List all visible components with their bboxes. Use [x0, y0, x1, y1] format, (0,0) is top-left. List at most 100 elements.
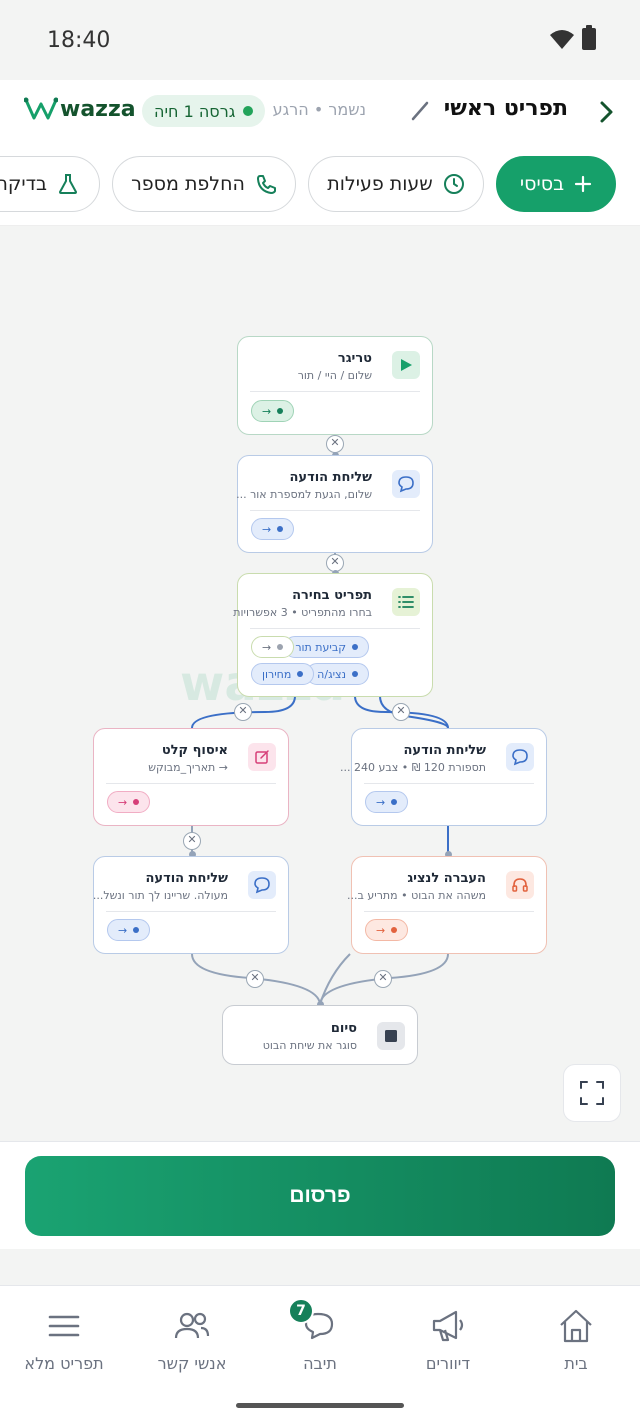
node-send-message[interactable]: שליחת הודעה שלום, הגעת למספרת אור ... →	[236, 455, 433, 553]
edit-pencil-icon[interactable]	[410, 100, 432, 122]
menu-option-port[interactable]: מחירון	[251, 663, 315, 685]
node-output-port[interactable]: →	[365, 919, 409, 941]
flow-chips-bar: בסיסי שעות פעילות החלפת מספר בדיקה	[0, 144, 640, 226]
node-divider	[106, 783, 276, 784]
node-send-message[interactable]: שליחת הודעה תספורת 120 ₪ • צבע 240 ... →	[340, 728, 547, 826]
wifi-icon	[550, 30, 574, 49]
version-badge[interactable]: גרסה 1 חיה	[142, 95, 266, 127]
delete-connection-icon[interactable]: ✕	[246, 970, 264, 988]
delete-connection-icon[interactable]: ✕	[374, 970, 392, 988]
flask-icon	[59, 174, 77, 194]
status-bar: 18:40	[0, 0, 640, 80]
port-dot	[391, 927, 398, 933]
port-dot	[297, 671, 304, 677]
node-subtitle: שלום / היי / תור	[297, 369, 372, 382]
port-label: נציג/ה	[317, 667, 346, 681]
port-label: →	[376, 923, 386, 937]
contacts-icon	[174, 1312, 210, 1339]
chip-basic[interactable]: בסיסי	[496, 156, 616, 212]
port-dot	[352, 671, 358, 677]
nav-campaigns[interactable]: דיוורים	[384, 1286, 512, 1386]
version-badge-label: גרסה 1 חיה	[154, 101, 236, 121]
node-end[interactable]: סיום סוגר את שיחת הבוט	[222, 1005, 418, 1065]
spacer	[0, 1249, 640, 1285]
back-chevron-icon[interactable]	[592, 98, 620, 126]
node-subtitle: בחרו מהתפריט • 3 אפשרויות	[233, 606, 372, 619]
chip-test[interactable]: בדיקה	[0, 156, 100, 212]
nav-label: דיוורים	[425, 1354, 471, 1373]
app-header: תפריט ראשי נשמר • הרגע גרסה 1 חיה wazza	[0, 80, 640, 144]
phone-icon	[256, 175, 276, 194]
node-title: תפריט בחירה	[292, 588, 372, 603]
delete-connection-icon[interactable]: ✕	[183, 832, 201, 850]
message-icon	[248, 871, 276, 899]
delete-connection-icon[interactable]: ✕	[234, 703, 252, 721]
node-output-port[interactable]: →	[107, 791, 151, 813]
port-label: →	[262, 522, 272, 536]
edit-box-icon	[248, 743, 276, 771]
node-divider	[250, 628, 420, 629]
node-title: שליחת הודעה	[403, 743, 486, 758]
nav-full-menu[interactable]: תפריט מלא	[0, 1286, 128, 1386]
node-output-port[interactable]: →	[107, 919, 151, 941]
menu-option-port[interactable]: נציג/ה	[306, 663, 369, 685]
wazza-logo-icon	[24, 97, 58, 120]
port-label: →	[262, 404, 272, 418]
port-dot	[391, 799, 398, 805]
node-title: שליחת הודעה	[289, 470, 372, 485]
node-output-port[interactable]: →	[251, 518, 295, 540]
wazza-logo-text: wazza	[60, 96, 136, 122]
port-label: →	[376, 795, 386, 809]
chip-number-change[interactable]: החלפת מספר	[112, 156, 296, 212]
message-icon	[392, 470, 420, 498]
menu-option-port[interactable]: קביעת תור	[284, 636, 369, 658]
node-subtitle: משהה את הבוט • מתריע ב...	[347, 889, 486, 902]
node-title: סיום	[330, 1021, 357, 1036]
node-subtitle: → תאריך_מבוקש	[148, 761, 228, 774]
chip-label: החלפת מספר	[131, 173, 245, 195]
node-title: איסוף קלט	[161, 743, 228, 758]
node-output-port[interactable]: →	[251, 400, 295, 422]
port-dot	[277, 644, 284, 650]
live-dot-icon	[243, 106, 254, 116]
node-title: טריגר	[337, 351, 372, 366]
port-dot	[277, 526, 284, 532]
nav-label: אנשי קשר	[157, 1354, 227, 1373]
menu-default-port[interactable]: →	[251, 636, 295, 658]
delete-connection-icon[interactable]: ✕	[326, 435, 344, 453]
nav-contacts[interactable]: אנשי קשר	[128, 1286, 256, 1386]
wazza-logo: wazza	[24, 96, 136, 122]
node-send-message[interactable]: שליחת הודעה מעולה. שריינו לך תור ונשל...…	[93, 856, 289, 954]
fit-screen-button[interactable]	[563, 1064, 621, 1122]
clock-icon	[443, 174, 464, 194]
status-time: 18:40	[47, 28, 111, 53]
node-subtitle: שלום, הגעת למספרת אור ...	[236, 488, 372, 501]
node-trigger[interactable]: טריגר שלום / היי / תור →	[237, 336, 433, 435]
node-agent-handoff[interactable]: העברה לנציג משהה את הבוט • מתריע ב... →	[347, 856, 547, 954]
stop-icon	[377, 1022, 405, 1050]
delete-connection-icon[interactable]: ✕	[392, 703, 410, 721]
page-title[interactable]: תפריט ראשי	[443, 96, 568, 121]
node-title: העברה לנציג	[407, 871, 486, 886]
chip-business-hours[interactable]: שעות פעילות	[308, 156, 484, 212]
nav-home[interactable]: בית	[512, 1286, 640, 1386]
nav-inbox[interactable]: 7 תיבה	[256, 1286, 384, 1386]
bottom-navigation: בית דיוורים 7 תיבה אנשי קשר תפריט מלא	[0, 1285, 640, 1422]
node-collect-input[interactable]: איסוף קלט → תאריך_מבוקש →	[93, 728, 289, 826]
chat-icon-wrap: 7	[288, 1298, 340, 1346]
nav-label: תפריט מלא	[24, 1354, 104, 1373]
list-icon	[392, 588, 420, 616]
chip-label: בדיקה	[0, 173, 47, 195]
fullscreen-icon	[580, 1081, 604, 1105]
port-label: קביעת תור	[295, 640, 346, 654]
port-dot	[277, 408, 284, 414]
node-title: שליחת הודעה	[145, 871, 228, 886]
play-icon	[392, 351, 420, 379]
message-icon	[506, 743, 534, 771]
chip-label: בסיסי	[519, 173, 565, 195]
node-output-port[interactable]: →	[365, 791, 409, 813]
node-choice-menu[interactable]: תפריט בחירה בחרו מהתפריט • 3 אפשרויות קב…	[233, 573, 433, 697]
flow-canvas[interactable]: wazza ✕ ✕ ✕ ✕ ✕ ✕ ✕ טריגר שלום / היי / ת…	[0, 226, 640, 1141]
publish-button[interactable]: פרסום	[25, 1156, 615, 1236]
port-dot	[352, 644, 358, 650]
